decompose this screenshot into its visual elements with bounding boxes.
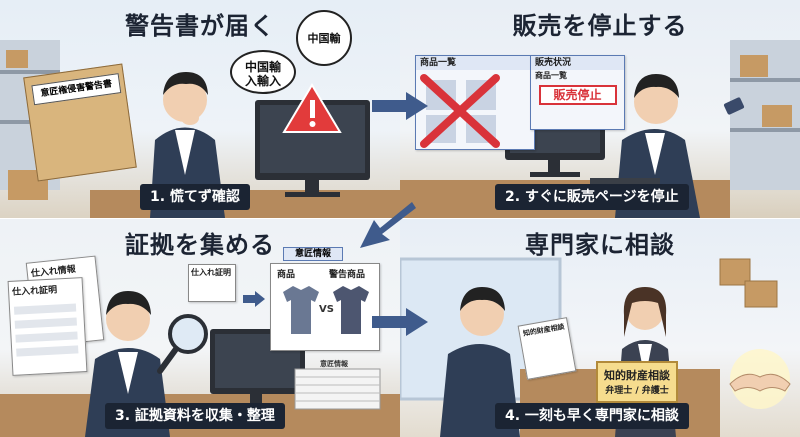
sales-stopped-badge: 販売停止 <box>538 85 617 105</box>
panel-title: 証拠を集める <box>125 231 275 259</box>
panel-title: 専門家に相談 <box>525 231 675 259</box>
purchase-proof-small-label: 仕入れ証明 <box>191 268 231 277</box>
step-caption: 4. 一刻も早く専門家に相談 <box>495 403 689 429</box>
thought-bubble-text: 中国輸入輸入 <box>244 60 281 88</box>
panel-title: 販売を停止する <box>512 12 688 40</box>
arrow-step3-to-step4 <box>372 308 428 336</box>
step-caption: 3. 証拠資料を収集・整理 <box>105 403 285 429</box>
panel-consult-expert: 専門家に相談 知的財産相談 知的財産相談 弁理士 / 弁護士 4. 一刻も早く専… <box>400 219 800 437</box>
stack-label: 意匠情報 <box>320 360 348 368</box>
sign-title: 知的財産相談 <box>604 369 670 382</box>
design-info-tag: 意匠情報 <box>283 247 343 261</box>
product-list-label: 商品一覧 <box>416 56 534 70</box>
panel-title: 警告書が届く <box>125 12 275 40</box>
sign-subtitle: 弁理士 / 弁護士 <box>605 386 669 396</box>
sales-status-screen: 販売状況 商品一覧 販売停止 <box>530 55 625 130</box>
consultation-sign: 知的財産相談 弁理士 / 弁護士 <box>596 361 678 403</box>
doc-lines <box>13 303 79 357</box>
panel-warning-received: 警告書が届く 意匠権侵害警告書 中国輸入輸入 中国輸 1. 慌てず確認 <box>0 0 400 218</box>
purchase-proof-doc: 仕入れ証明 <box>7 277 88 376</box>
sales-status-label: 販売状況 <box>531 56 624 70</box>
product-list-screen: 商品一覧 <box>415 55 535 150</box>
arrow-step1-to-step2 <box>372 92 428 120</box>
panel-gather-evidence: 証拠を集める 仕入れ情報 仕入れ証明 仕入れ証明 意匠情報 商品 警告商品 VS… <box>0 219 400 437</box>
comparison-card: 商品 警告商品 VS <box>270 263 380 351</box>
compare-warning-label: 警告商品 <box>329 270 366 280</box>
compare-product-label: 商品 <box>277 270 296 280</box>
thought-bubble: 中国輸入輸入 <box>230 50 296 94</box>
consultation-document: 知的財産相談 <box>517 317 577 380</box>
sales-status-sub: 商品一覧 <box>535 71 567 80</box>
thought-bubble-small-text: 中国輸 <box>307 32 341 45</box>
arrow-step2-to-step3 <box>360 202 416 248</box>
panel-stop-sales: 販売を停止する 商品一覧 販売状況 商品一覧 販売停止 2. すぐに販売ページを… <box>400 0 800 218</box>
envelope-label: 意匠権侵害警告書 <box>31 73 122 106</box>
step-caption: 1. 慌てず確認 <box>140 184 250 210</box>
shirt-comparison-icons <box>283 286 369 334</box>
thought-bubble-small: 中国輸 <box>296 10 352 66</box>
cancel-x-icon <box>420 74 500 148</box>
vs-label: VS <box>319 304 334 315</box>
step-caption: 2. すぐに販売ページを停止 <box>495 184 689 210</box>
right-arrow-icon <box>243 291 265 307</box>
warning-envelope: 意匠権侵害警告書 <box>23 63 137 182</box>
purchase-proof-small: 仕入れ証明 <box>188 264 236 302</box>
